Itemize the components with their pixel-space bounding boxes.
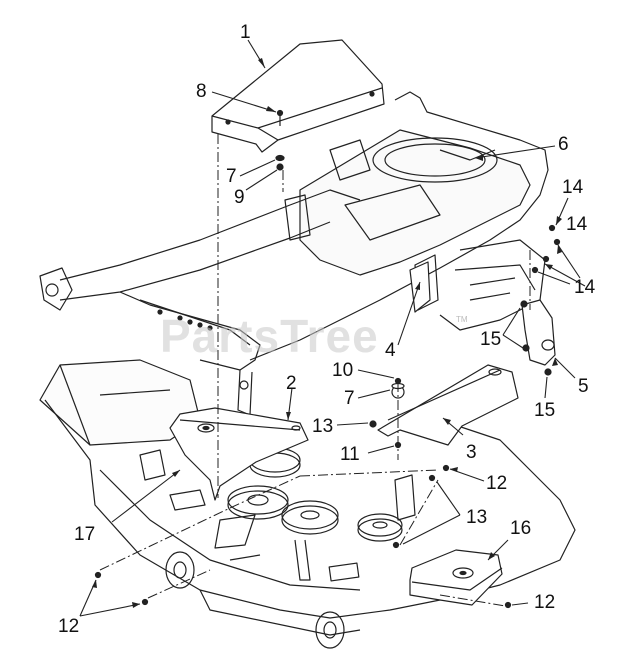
callout-2: 2 — [286, 373, 297, 394]
part-5-bracket — [521, 299, 556, 366]
svg-text:PartsTree: PartsTree — [160, 310, 379, 362]
part-3-cover — [377, 364, 519, 446]
callout-7: 7 — [226, 166, 237, 187]
callouts: 1 8 7 9 6 14 14 14 4 15 5 15 10 7 2 13 3… — [58, 22, 596, 637]
mower-deck — [39, 359, 576, 649]
callout-5: 5 — [578, 376, 589, 397]
callout-12-c: 12 — [58, 616, 79, 637]
assembly-lines — [99, 134, 531, 607]
callout-14-a: 14 — [562, 177, 584, 198]
callout-11: 11 — [340, 444, 360, 465]
callout-15-b: 15 — [534, 400, 555, 421]
callout-15-a: 15 — [480, 329, 501, 350]
callout-13-b: 13 — [466, 507, 487, 528]
part-1-cover — [211, 39, 385, 153]
arrowheads — [92, 58, 562, 608]
callout-12-b: 12 — [534, 592, 555, 613]
callout-3: 3 — [466, 442, 477, 463]
partstree-watermark: PartsTree TM — [160, 310, 468, 362]
callout-9: 9 — [234, 187, 245, 208]
callout-1: 1 — [240, 22, 251, 43]
leader-lines — [79, 39, 586, 617]
tractor-frame — [39, 91, 549, 416]
part-2-17-cover — [169, 407, 309, 501]
svg-text:TM: TM — [456, 315, 468, 324]
part-6-bracket — [439, 149, 496, 161]
callout-7-b: 7 — [344, 388, 355, 409]
callout-6: 6 — [558, 134, 569, 155]
callout-16: 16 — [510, 518, 531, 539]
part-14-hardware — [531, 224, 561, 274]
callout-17: 17 — [74, 524, 95, 545]
callout-14-b: 14 — [566, 214, 588, 235]
callout-4: 4 — [385, 340, 396, 361]
callout-14-c: 14 — [574, 277, 596, 298]
callout-13-a: 13 — [312, 416, 333, 437]
line-art — [39, 39, 576, 649]
callout-10: 10 — [332, 360, 353, 381]
callout-8: 8 — [196, 81, 207, 102]
callout-12-a: 12 — [486, 473, 507, 494]
part-16-cover — [409, 549, 503, 606]
